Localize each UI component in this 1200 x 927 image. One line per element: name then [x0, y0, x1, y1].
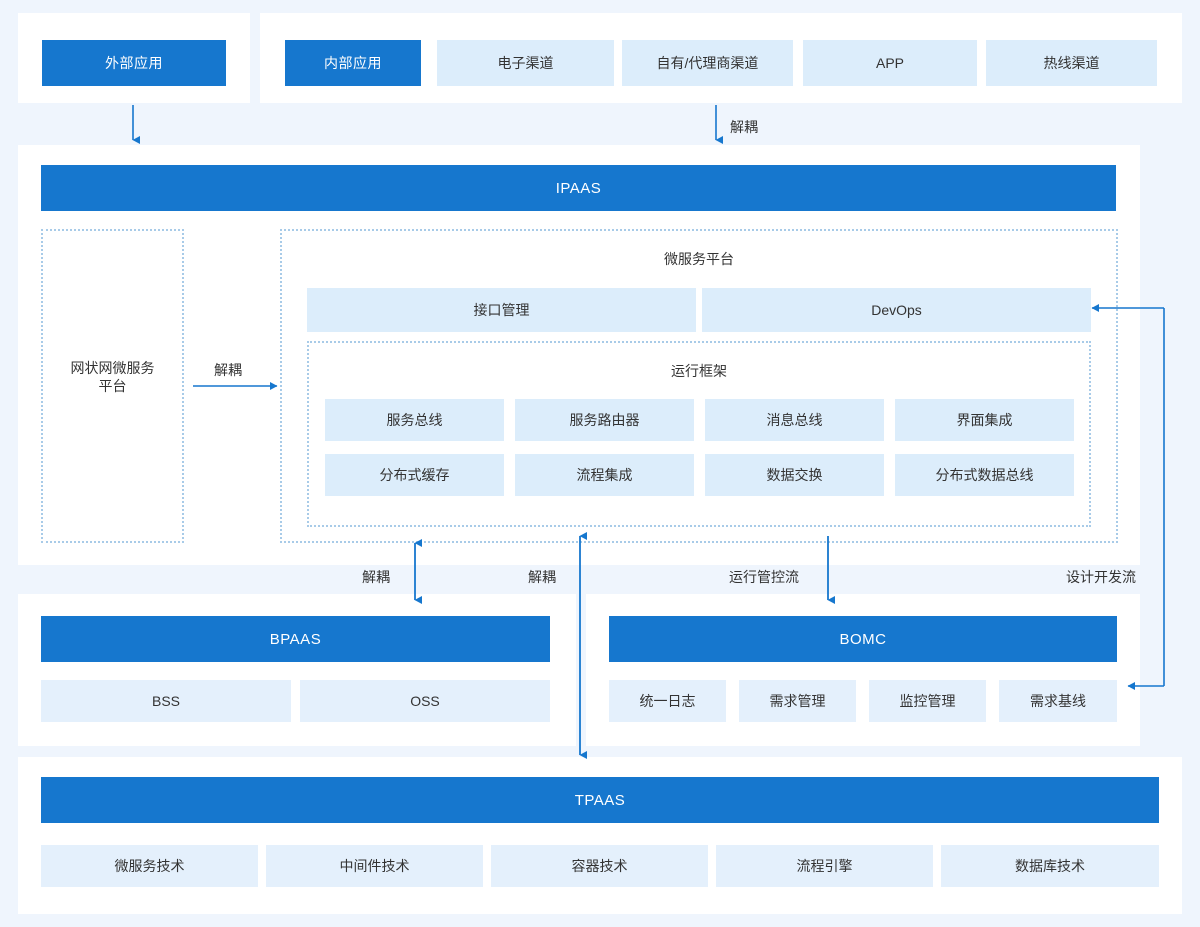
external-app-box[interactable]: 外部应用 — [42, 40, 226, 86]
runtime-framework-title: 运行框架 — [671, 363, 727, 379]
tpaas-cell-container-tech[interactable]: 容器技术 — [491, 845, 708, 887]
bomc-band[interactable]: BOMC — [609, 616, 1117, 662]
tpaas-cell-middleware-tech[interactable]: 中间件技术 — [266, 845, 483, 887]
micro-cell-interface-mgmt[interactable]: 接口管理 — [307, 288, 696, 332]
runtime-cell-distributed-data-bus[interactable]: 分布式数据总线 — [895, 454, 1074, 496]
micro-platform-box — [280, 229, 1118, 543]
tpaas-band[interactable]: TPAAS — [41, 777, 1159, 823]
bomc-cell-monitor-mgmt[interactable]: 监控管理 — [869, 680, 986, 722]
channel-box-dianzi[interactable]: 电子渠道 — [437, 40, 614, 86]
runtime-cell-distributed-cache[interactable]: 分布式缓存 — [325, 454, 504, 496]
bpaas-cell-bss[interactable]: BSS — [41, 680, 291, 722]
mesh-platform-line1: 网状网微服务 — [70, 360, 155, 376]
bpaas-band[interactable]: BPAAS — [41, 616, 550, 662]
flow-label-design-dev: 设计开发流 — [1066, 569, 1136, 585]
flow-label-decouple-mesh: 解耦 — [214, 362, 242, 378]
runtime-cell-service-bus[interactable]: 服务总线 — [325, 399, 504, 441]
bpaas-cell-oss[interactable]: OSS — [300, 680, 550, 722]
mesh-platform-line2: 平台 — [98, 378, 127, 395]
runtime-cell-message-bus[interactable]: 消息总线 — [705, 399, 884, 441]
bomc-cell-demand-baseline[interactable]: 需求基线 — [999, 680, 1117, 722]
runtime-cell-service-router[interactable]: 服务路由器 — [515, 399, 694, 441]
channel-box-app[interactable]: APP — [803, 40, 977, 86]
tpaas-cell-database-tech[interactable]: 数据库技术 — [941, 845, 1159, 887]
runtime-cell-data-exchange[interactable]: 数据交换 — [705, 454, 884, 496]
flow-label-decouple-top: 解耦 — [730, 119, 758, 135]
channel-box-ziyou-daili[interactable]: 自有/代理商渠道 — [622, 40, 793, 86]
micro-platform-title: 微服务平台 — [664, 251, 734, 267]
bomc-cell-demand-mgmt[interactable]: 需求管理 — [739, 680, 856, 722]
ipaas-band[interactable]: IPAAS — [41, 165, 1116, 211]
flow-label-runtime-control: 运行管控流 — [729, 569, 799, 585]
mesh-platform-label: 网状网微服务 平台 — [41, 359, 184, 395]
mesh-platform-box — [41, 229, 184, 543]
flow-label-decouple-bpaas: 解耦 — [362, 569, 390, 585]
tpaas-cell-process-engine[interactable]: 流程引擎 — [716, 845, 933, 887]
runtime-framework-box — [307, 341, 1091, 527]
channel-box-rexian[interactable]: 热线渠道 — [986, 40, 1157, 86]
runtime-cell-ui-integration[interactable]: 界面集成 — [895, 399, 1074, 441]
micro-cell-devops[interactable]: DevOps — [702, 288, 1091, 332]
tpaas-cell-microservice-tech[interactable]: 微服务技术 — [41, 845, 258, 887]
flow-label-decouple-mid: 解耦 — [528, 569, 556, 585]
bomc-cell-unified-log[interactable]: 统一日志 — [609, 680, 726, 722]
internal-app-box[interactable]: 内部应用 — [285, 40, 421, 86]
runtime-cell-process-integration[interactable]: 流程集成 — [515, 454, 694, 496]
